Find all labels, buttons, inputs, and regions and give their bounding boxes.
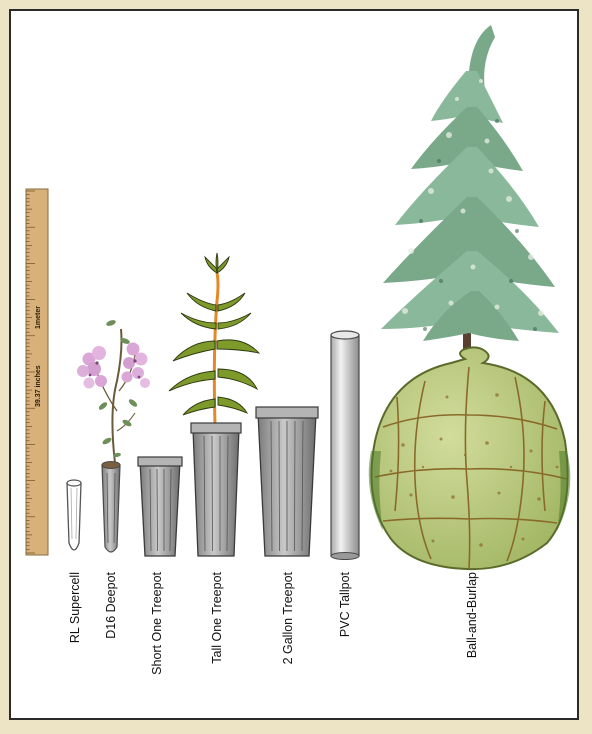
ball-and-burlap-illustration <box>369 25 571 569</box>
label-pvc-tallpot: PVC Tallpot <box>338 571 352 637</box>
meter-ruler: 39.37 inches 1meter <box>26 189 48 555</box>
label-short-one-treepot: Short One Treepot <box>150 571 164 674</box>
ruler-label-inches: 39.37 inches <box>35 365 42 407</box>
pink-blossoms <box>77 343 150 389</box>
burlap-root-ball <box>369 347 571 569</box>
short-one-treepot-illustration <box>138 457 182 556</box>
rl-supercell-illustration <box>67 480 81 550</box>
two-gallon-treepot-illustration <box>256 407 318 556</box>
tall-one-treepot-illustration <box>169 253 259 556</box>
label-rl-supercell: RL Supercell <box>68 572 82 643</box>
pine-canopy <box>381 25 559 341</box>
label-d16-deepot: D16 Deepot <box>104 571 118 638</box>
pvc-tallpot-illustration <box>331 331 359 560</box>
container-labels: RL Supercell D16 Deepot Short One Treepo… <box>68 571 479 674</box>
container-size-diagram: 39.37 inches 1meter <box>11 11 577 718</box>
ruler-label-meter: 1meter <box>35 306 42 329</box>
label-two-gallon-treepot: 2 Gallon Treepot <box>281 571 295 664</box>
label-tall-one-treepot: Tall One Treepot <box>210 571 224 663</box>
d16-deepot-illustration <box>77 319 150 552</box>
figure-panel: 39.37 inches 1meter <box>9 9 579 720</box>
label-ball-and-burlap: Ball-and-Burlap <box>465 572 479 658</box>
